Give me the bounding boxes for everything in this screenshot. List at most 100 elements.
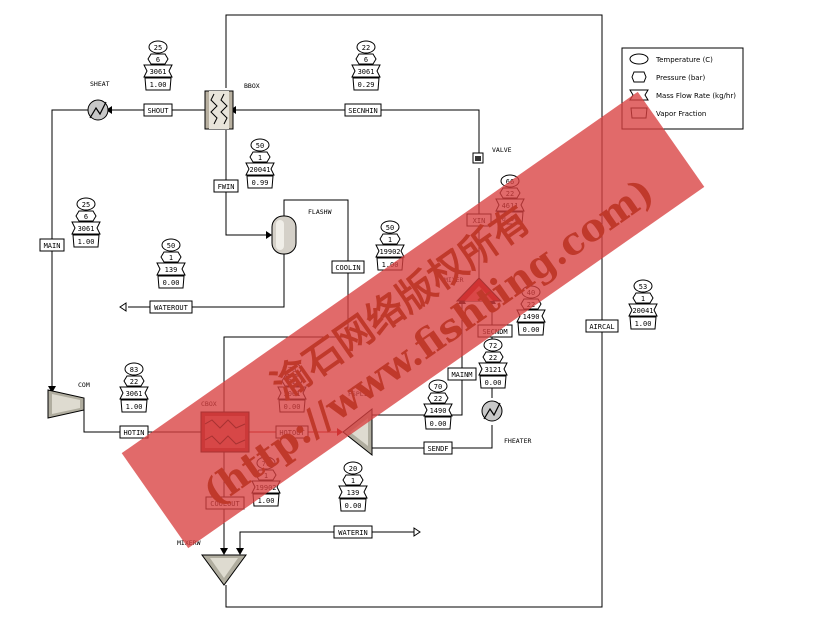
- svg-text:MAINM: MAINM: [451, 371, 472, 379]
- pressure-value: 6: [364, 56, 368, 64]
- vapor-fraction-legend-icon: [630, 107, 648, 119]
- legend-temperature: Temperature (C): [655, 56, 713, 64]
- pressure-value: 1: [388, 236, 392, 244]
- fsplit-label: FSPLIT: [348, 390, 372, 398]
- bbox-block[interactable]: [204, 90, 234, 130]
- stream-id-secndm[interactable]: SECNDM: [477, 324, 513, 338]
- mass-flow-legend-icon: [629, 89, 649, 101]
- vapor-fraction-value: 0.00: [523, 326, 540, 334]
- temperature-value: 72: [489, 342, 497, 350]
- stream-tag-shout: 25 6 3061 1.00: [143, 40, 173, 91]
- pressure-value: 22: [434, 395, 442, 403]
- stream-id-xin[interactable]: XIN: [466, 213, 492, 227]
- vapor-fraction-value: 0.00: [485, 379, 502, 387]
- com-block[interactable]: [47, 389, 85, 419]
- pressure-value: 6: [156, 56, 160, 64]
- valve-block[interactable]: [472, 152, 484, 164]
- stream-id-waterout[interactable]: WATEROUT: [149, 300, 193, 314]
- vapor-fraction-value: 1.00: [382, 261, 399, 269]
- stream-id-secnhin[interactable]: SECNHIN: [344, 103, 382, 117]
- pressure-value: 1: [169, 254, 173, 262]
- svg-text:HOTOUT: HOTOUT: [279, 429, 305, 437]
- stream-id-fwin[interactable]: FWIN: [213, 179, 239, 193]
- stream-id-coolin[interactable]: COOLIN: [331, 260, 365, 274]
- vapor-fraction-value: 1.00: [150, 81, 167, 89]
- stream-id-mainm[interactable]: MAINM: [447, 367, 477, 381]
- stream-id-hotout[interactable]: HOTOUT: [275, 425, 309, 439]
- valve-label: VALVE: [492, 146, 512, 154]
- pressure-value: 1: [351, 477, 355, 485]
- temperature-value: 25: [154, 44, 162, 52]
- stream-id-main[interactable]: MAIN: [39, 238, 65, 252]
- mass-flow-value: 19902: [255, 484, 276, 492]
- temperature-value: 40: [527, 289, 535, 297]
- mixerw-block[interactable]: [201, 554, 247, 586]
- stream-tag-sendf: 70 22 1490 0.00: [423, 379, 453, 430]
- vapor-fraction-value: 1.00: [78, 238, 95, 246]
- mass-flow-value: 4611: [502, 202, 519, 210]
- vapor-fraction-value: 1.00: [635, 320, 652, 328]
- temperature-value: 20: [349, 465, 357, 473]
- svg-text:HOTIN: HOTIN: [123, 429, 144, 437]
- temperature-value: 70: [288, 366, 296, 374]
- mixerw-label: MIXERW: [177, 539, 201, 547]
- pressure-value: 6: [84, 213, 88, 221]
- sheat-label: SHEAT: [90, 80, 110, 88]
- svg-text:WATEROUT: WATEROUT: [154, 304, 189, 312]
- temperature-value: 25: [82, 201, 90, 209]
- pressure-value: 22: [130, 378, 138, 386]
- legend-vapor-fraction: Vapor Fraction: [656, 110, 706, 118]
- fheater-label: FHEATER: [504, 437, 531, 445]
- stream-id-sendf[interactable]: SENDF: [423, 441, 453, 455]
- mass-flow-value: 20041: [632, 307, 653, 315]
- temperature-value: 53: [639, 283, 647, 291]
- vapor-fraction-value: 0.29: [358, 81, 375, 89]
- flashw-block[interactable]: [271, 215, 297, 255]
- fsplit-block[interactable]: [342, 407, 373, 457]
- vapor-fraction-value: 0.00: [430, 420, 447, 428]
- legend-pressure: Pressure (bar): [656, 74, 705, 82]
- vapor-fraction-value: 0.00: [284, 403, 301, 411]
- svg-text:COOLOUT: COOLOUT: [210, 500, 240, 508]
- temperature-value: 70: [434, 383, 442, 391]
- vapor-fraction-value: 0.99: [252, 179, 269, 187]
- svg-text:SECNDM: SECNDM: [482, 328, 507, 336]
- stream-id-waterin[interactable]: WATERIN: [333, 525, 373, 539]
- svg-text:AIRCAL: AIRCAL: [589, 323, 614, 331]
- pressure-value: 1: [258, 154, 262, 162]
- svg-text:SECNHIN: SECNHIN: [348, 107, 378, 115]
- temperature-value: 50: [386, 224, 394, 232]
- stream-id-hotin[interactable]: HOTIN: [119, 425, 149, 439]
- legend: Temperature (C) Pressure (bar) Mass Flow…: [621, 47, 744, 130]
- vapor-fraction-value: 0.00: [163, 279, 180, 287]
- mass-flow-value: 139: [165, 266, 178, 274]
- fheater-block[interactable]: [481, 400, 503, 422]
- temperature-value: 50: [256, 142, 264, 150]
- pressure-value: 1: [264, 472, 268, 480]
- air-loop-lines: [225, 14, 603, 608]
- svg-text:WATERIN: WATERIN: [338, 529, 368, 537]
- mass-flow-value: 1490: [430, 407, 447, 415]
- svg-text:COOLIN: COOLIN: [335, 264, 360, 272]
- temperature-legend-icon: [629, 53, 649, 65]
- cbox-label: CBOX: [201, 400, 217, 408]
- mass-flow-value: 3061: [150, 68, 167, 76]
- legend-mass-flow: Mass Flow Rate (kg/hr): [656, 92, 736, 100]
- svg-text:XIN: XIN: [473, 217, 486, 225]
- stream-id-coolout[interactable]: COOLOUT: [205, 496, 245, 510]
- stream-id-shout[interactable]: SHOUT: [143, 103, 173, 117]
- vapor-fraction-value: 1.00: [126, 403, 143, 411]
- sheat-block[interactable]: [87, 99, 109, 121]
- stream-id-aircal[interactable]: AIRCAL: [585, 319, 619, 333]
- svg-text:FWIN: FWIN: [218, 183, 235, 191]
- mixer-block[interactable]: [455, 277, 503, 302]
- cbox-block[interactable]: [200, 411, 250, 453]
